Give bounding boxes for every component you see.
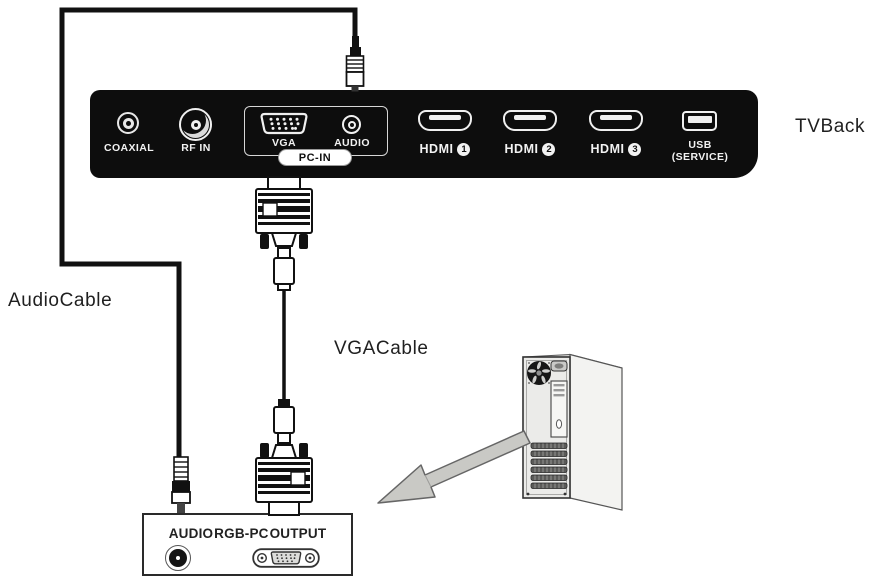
tv-back-panel: COAXIAL RF IN VGA AUDIO xyxy=(90,90,758,178)
audio-port-icon xyxy=(342,115,361,134)
rf-in-dot xyxy=(193,122,198,127)
coaxial-port-inner xyxy=(122,117,134,129)
arrow-icon xyxy=(377,430,531,504)
io-strip-icon xyxy=(550,380,568,438)
usb-port-label-line2: (SERVICE) xyxy=(671,151,729,163)
output-audio-jack-mid xyxy=(169,549,187,567)
audio-plug-top-icon xyxy=(345,36,365,92)
vga-port-icon xyxy=(260,112,308,135)
hdmi1-port-icon xyxy=(418,110,472,131)
audio-cable-line xyxy=(59,7,358,460)
coaxial-port-icon xyxy=(117,112,139,134)
output-vga-port-icon xyxy=(252,548,320,568)
hdmi2-port-icon xyxy=(503,110,557,131)
hdmi2-port-label: HDMI 2 xyxy=(492,142,568,156)
hdmi2-word: HDMI xyxy=(504,142,539,156)
hdmi3-port-bar xyxy=(600,115,632,120)
hdmi1-word: HDMI xyxy=(419,142,454,156)
hdmi1-number-icon: 1 xyxy=(457,142,471,156)
fan-icon xyxy=(527,361,551,385)
tv-back-label: TVBack xyxy=(795,116,866,137)
hdmi3-number-icon: 3 xyxy=(628,142,642,156)
coaxial-port-dot xyxy=(125,120,131,126)
hdmi2-number-icon: 2 xyxy=(542,142,556,156)
hdmi3-word: HDMI xyxy=(590,142,625,156)
rf-in-port-label: RF IN xyxy=(181,142,211,154)
pc-in-badge-label: PC-IN xyxy=(298,151,332,164)
hdmi3-port-icon xyxy=(589,110,643,131)
vga-port-label: VGA xyxy=(272,137,296,149)
output-audio-jack-icon xyxy=(165,545,191,571)
rf-in-port-icon xyxy=(179,108,212,141)
rf-in-center xyxy=(190,119,201,130)
usb-port-label-line1: USB xyxy=(688,139,712,151)
vga-cable-label: VGACable xyxy=(334,338,429,359)
usb-port-icon xyxy=(682,111,717,131)
power-socket-icon xyxy=(550,360,568,372)
audio-port-label: AUDIO xyxy=(334,137,370,149)
vga-connector-top-icon xyxy=(255,176,313,291)
hdmi1-port-bar xyxy=(429,115,461,120)
hdmi3-port-label: HDMI 3 xyxy=(578,142,654,156)
output-audio-jack-dot xyxy=(176,556,180,560)
vent-slots-icon xyxy=(530,442,568,489)
usb-port-bar xyxy=(687,116,712,123)
pc-output-title: AUDIO RGB-PC OUTPUT xyxy=(168,526,327,541)
pc-output-box: AUDIO RGB-PC OUTPUT xyxy=(142,513,353,576)
vga-connector-bottom-icon xyxy=(255,399,313,516)
audio-cable-label: AudioCable xyxy=(8,290,113,311)
audio-port-inner xyxy=(347,120,356,129)
hdmi1-port-label: HDMI 1 xyxy=(407,142,483,156)
coaxial-port-label: COAXIAL xyxy=(103,142,155,154)
pc-in-group: VGA AUDIO xyxy=(244,106,388,156)
pc-in-badge: PC-IN xyxy=(278,149,352,166)
pc-tower xyxy=(522,353,623,511)
hdmi2-port-bar xyxy=(514,115,546,120)
audio-plug-bottom-icon xyxy=(171,456,191,513)
